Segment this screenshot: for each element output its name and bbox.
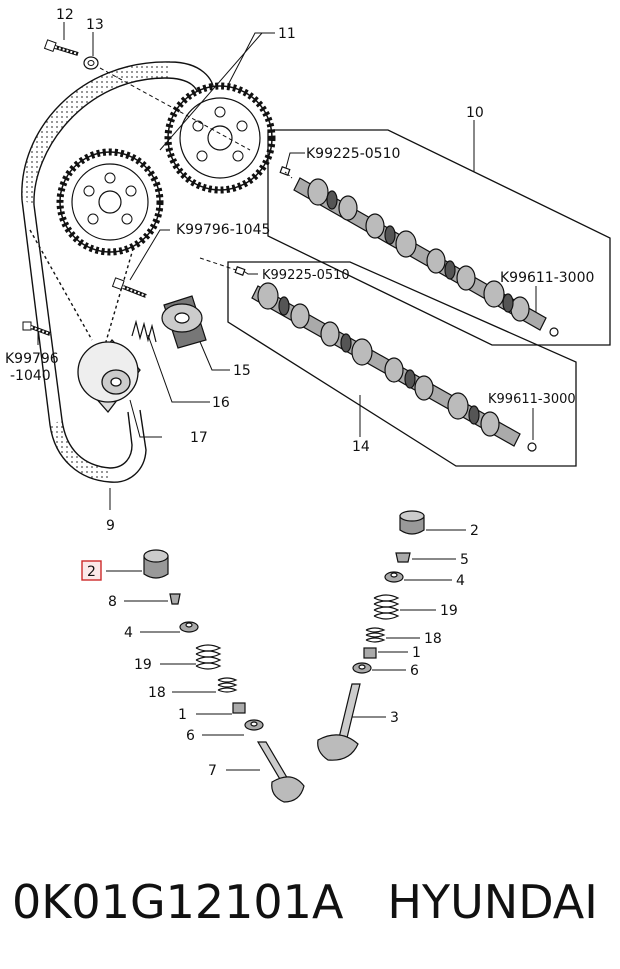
callout-left-19: 19 [134, 657, 152, 673]
belt-texture [21, 61, 171, 205]
callout-right-18: 18 [424, 631, 442, 647]
callout-11: 11 [278, 26, 296, 42]
callout-left-6: 6 [186, 728, 195, 744]
camshaft-sprocket-front [56, 148, 164, 256]
camshaft-box-10 [267, 129, 611, 346]
callout-left-18: 18 [148, 685, 166, 701]
callout-right-3: 3 [390, 710, 399, 726]
callout-right-6: 6 [410, 663, 419, 679]
tensioner-15 [161, 295, 207, 349]
callout-right-4: 4 [456, 573, 465, 589]
idler-pulley-17 [77, 339, 141, 414]
part-code-k99611-upper: K99611-3000 [500, 270, 594, 286]
part-code-k99796-1040-line1: K99796 [5, 351, 59, 367]
callout-13: 13 [86, 17, 104, 33]
callout-14: 14 [352, 439, 370, 455]
part-code-k99225-lower: K99225-0510 [262, 268, 350, 283]
camshaft-box-14 [227, 261, 577, 467]
callout-15: 15 [233, 363, 251, 379]
part-code-k99225-upper: K99225-0510 [306, 146, 400, 162]
callout-12: 12 [56, 7, 74, 23]
part-code-k99796-1045: K99796-1045 [176, 222, 270, 238]
bolt-k99796-1040 [22, 321, 51, 336]
callout-16: 16 [212, 395, 230, 411]
callout-9: 9 [106, 518, 115, 534]
callout-right-19: 19 [440, 603, 458, 619]
valve-assembly-left [143, 549, 305, 803]
part-code-k99611-lower: K99611-3000 [488, 392, 576, 407]
brand-name: HYUNDAI [387, 875, 598, 929]
caption: 0K01G12101A HYUNDAI [12, 862, 612, 942]
callout-left-2[interactable]: 2 [87, 564, 96, 580]
bolt-k99796-1045 [111, 277, 147, 298]
callout-left-7: 7 [208, 763, 217, 779]
camshaft-lower [234, 266, 537, 452]
callout-left-1: 1 [178, 707, 187, 723]
camshaft-sprocket-rear [164, 82, 276, 194]
bolt-12 [43, 39, 79, 56]
callout-10: 10 [466, 105, 484, 121]
leader-lines [37, 22, 537, 510]
callout-17: 17 [190, 430, 208, 446]
callout-right-2: 2 [470, 523, 479, 539]
part-code-k99796-1040-line2: -1040 [10, 368, 51, 384]
valve-assembly-right [317, 510, 425, 761]
camshaft-upper [279, 166, 559, 337]
highlight-box[interactable] [81, 560, 102, 581]
callout-right-5: 5 [460, 552, 469, 568]
callout-left-4: 4 [124, 625, 133, 641]
spring-16 [131, 319, 157, 343]
callout-right-1: 1 [412, 645, 421, 661]
callout-left-8: 8 [108, 594, 117, 610]
part-number: 0K01G12101A [12, 875, 344, 929]
